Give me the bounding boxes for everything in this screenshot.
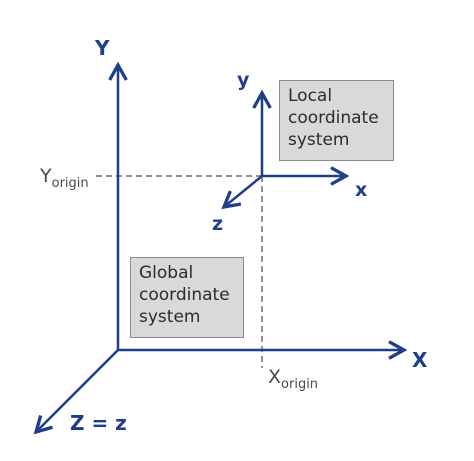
local-system-text: Local coordinate system bbox=[288, 86, 379, 150]
local-z-axis bbox=[224, 175, 263, 207]
global-z-axis bbox=[36, 349, 119, 432]
local-y-label: y bbox=[237, 69, 250, 91]
global-z-label: Z = z bbox=[70, 411, 127, 435]
x-origin-sub: origin bbox=[281, 377, 318, 392]
x-origin-label: Xorigin bbox=[268, 366, 318, 392]
y-origin-label: Yorigin bbox=[39, 165, 89, 191]
global-y-label: Y bbox=[94, 36, 110, 60]
local-system-box: Local coordinate system bbox=[279, 80, 394, 161]
global-x-label: X bbox=[412, 348, 428, 372]
global-system-text: Global coordinate system bbox=[139, 263, 230, 327]
local-x-label: x bbox=[355, 179, 367, 201]
y-origin-main: Y bbox=[39, 165, 52, 187]
y-origin-sub: origin bbox=[52, 176, 89, 191]
local-z-label: z bbox=[212, 213, 223, 235]
x-origin-main: X bbox=[268, 366, 281, 388]
global-system-box: Global coordinate system bbox=[130, 257, 244, 338]
